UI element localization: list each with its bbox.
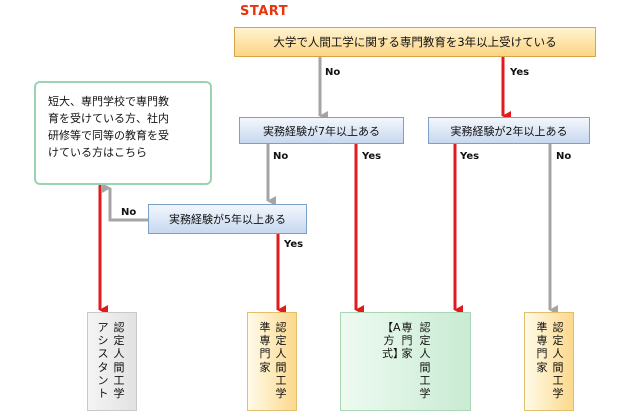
result-text-col: 専門家 (401, 321, 413, 361)
result-text-col: 【A方式】 (382, 321, 404, 361)
result-text-col: 認定人間工学 (275, 321, 287, 401)
result-text-col: 認定人間工学 (113, 321, 125, 401)
branch-label-q4-yes: Yes (284, 239, 304, 250)
question-box-university-education: 大学で人間工学に関する専門教育を3年以上受けている (234, 27, 596, 57)
note-box-other-education: 短大、専門学校で専門教 育を受けている方、社内 研修等で同等の教育を受 けている… (34, 81, 212, 185)
branch-label-q3-no: No (556, 151, 572, 162)
result-box-assistant: 認定人間工学 アシスタント (87, 312, 137, 411)
start-label: START (240, 4, 289, 19)
result-text-col: 準専門家 (536, 321, 548, 374)
result-text-col: 認定人間工学 (419, 321, 431, 401)
result-box-associate-professional-2: 認定人間工学 準専門家 (524, 312, 574, 411)
result-box-professional-a: 認定人間工学 専門家 【A方式】 (340, 312, 471, 411)
result-text-col: 認定人間工学 (552, 321, 564, 401)
arrow-q4-no (102, 183, 148, 222)
question-box-experience-2-years: 実務経験が2年以上ある (428, 117, 590, 144)
result-text-col: 準専門家 (259, 321, 271, 374)
question-box-experience-5-years: 実務経験が5年以上ある (148, 204, 307, 234)
branch-label-q1-yes: Yes (510, 67, 530, 78)
result-text-col: アシスタント (97, 321, 109, 401)
branch-label-q2-no: No (273, 151, 289, 162)
branch-label-q4-no: No (121, 207, 137, 218)
branch-label-q2-yes: Yes (362, 151, 382, 162)
result-box-associate-professional-1: 認定人間工学 準専門家 (247, 312, 297, 411)
branch-label-q1-no: No (325, 67, 341, 78)
question-box-experience-7-years: 実務経験が7年以上ある (239, 117, 404, 144)
branch-label-q3-yes: Yes (460, 151, 480, 162)
